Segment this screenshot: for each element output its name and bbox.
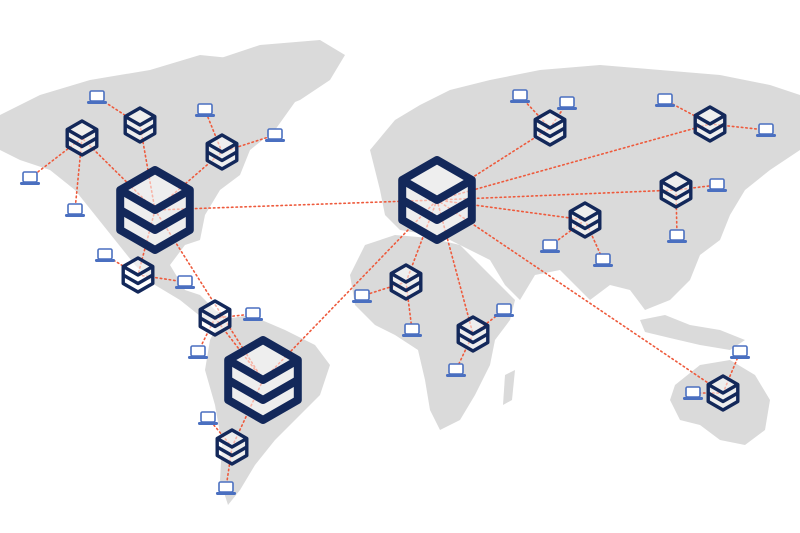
laptop-icon — [175, 275, 195, 289]
laptop-icon — [557, 96, 577, 110]
laptop-icon — [95, 248, 115, 262]
server-stack-icon — [533, 109, 567, 147]
server-stack-icon — [121, 256, 155, 294]
network-link — [436, 189, 677, 201]
server-stack-icon — [205, 133, 239, 171]
laptop-icon — [188, 345, 208, 359]
laptop-icon — [265, 128, 285, 142]
network-link — [361, 281, 407, 297]
network-link — [405, 281, 413, 331]
laptop-icon — [540, 239, 560, 253]
server-stack-icon — [123, 106, 157, 144]
network-link — [436, 199, 724, 394]
server-stack-icon — [398, 156, 476, 244]
server-stack-icon — [659, 171, 693, 209]
laptop-icon — [756, 123, 776, 137]
server-stack-icon — [706, 374, 740, 412]
laptop-icon — [352, 289, 372, 303]
laptop-icon — [20, 171, 40, 185]
network-link — [81, 137, 156, 211]
laptop-icon — [510, 89, 530, 103]
server-stack-icon — [215, 428, 249, 466]
network-link — [436, 123, 711, 201]
laptop-icon — [494, 303, 514, 317]
laptop-icon — [446, 363, 466, 377]
laptop-icon — [730, 345, 750, 359]
server-stack-icon — [456, 315, 490, 353]
laptop-icon — [707, 178, 727, 192]
africa — [350, 235, 515, 430]
laptop-icon — [667, 229, 687, 243]
madagascar — [503, 370, 515, 405]
network-link — [262, 199, 438, 381]
laptop-icon — [87, 90, 107, 104]
network-link — [137, 274, 186, 283]
server-stack-icon — [389, 263, 423, 301]
laptop-icon — [65, 203, 85, 217]
laptop-icon — [243, 307, 263, 321]
server-stack-icon — [224, 336, 302, 424]
network-link — [154, 199, 438, 211]
laptop-icon — [195, 103, 215, 117]
laptop-icon — [683, 386, 703, 400]
network-link — [74, 137, 83, 211]
server-stack-icon — [198, 299, 232, 337]
laptop-icon — [216, 481, 236, 495]
server-stack-icon — [65, 119, 99, 157]
indonesia — [640, 315, 745, 350]
server-stack-icon — [116, 166, 194, 254]
europe-asia — [370, 65, 800, 310]
greenland — [215, 40, 345, 110]
laptop-icon — [402, 323, 422, 337]
laptop-icon — [198, 411, 218, 425]
laptop-icon — [655, 93, 675, 107]
network-link — [675, 189, 678, 237]
laptop-icon — [593, 253, 613, 267]
network-nodes — [20, 89, 776, 495]
server-stack-icon — [693, 105, 727, 143]
server-stack-icon — [568, 201, 602, 239]
